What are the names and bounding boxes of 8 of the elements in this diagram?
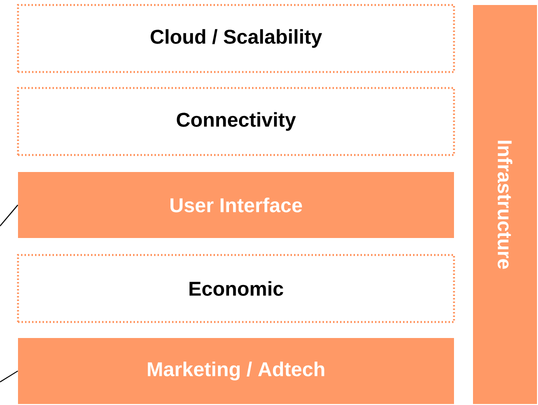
side-bar: Infrastructure (473, 5, 537, 404)
leader-line (0, 370, 18, 382)
highlighted-layer-box: User Interface (18, 172, 454, 238)
layer-box: Cloud / Scalability (17, 4, 455, 73)
leader-line (0, 204, 18, 226)
layer-box: Economic (17, 254, 455, 323)
layer-box: Connectivity (17, 87, 455, 156)
highlighted-layer-box: Marketing / Adtech (18, 338, 454, 404)
